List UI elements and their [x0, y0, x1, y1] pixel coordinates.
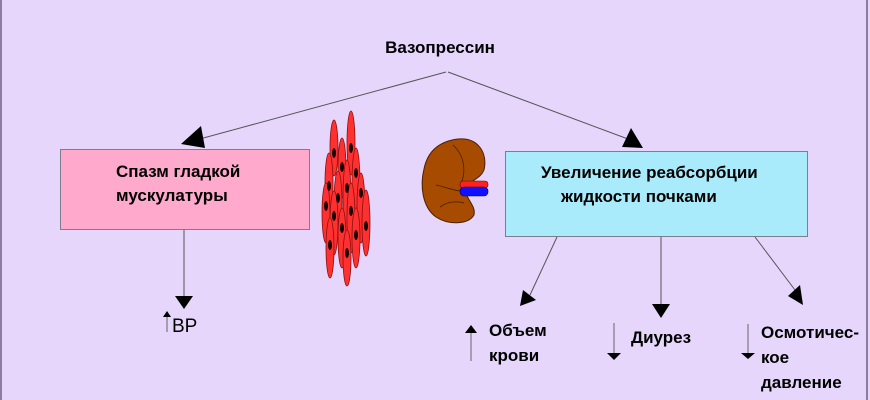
arrowhead-right-box: [622, 128, 643, 148]
arrowhead-volume: [520, 290, 536, 306]
kidney-reabsorption-box: Увеличение реабсорбции жидкости почками: [505, 151, 808, 237]
connector-right-to-osmotic: [754, 236, 796, 291]
frame-right-border: [866, 0, 868, 400]
connector-right-to-volume: [529, 236, 558, 296]
smooth-muscle-cells-icon: [321, 110, 371, 287]
right-box-line2: жидкости почками: [561, 187, 717, 206]
diuresis-label: Диурез: [631, 328, 692, 347]
kidney-icon: [421, 138, 489, 224]
left-box-line1: Спазм гладкой: [116, 162, 241, 181]
right-box-line1: Увеличение реабсорбции: [541, 163, 758, 182]
connector-title-to-right: [447, 71, 629, 140]
osmotic-down-arrow-icon: [741, 324, 755, 359]
volume-up-arrow-icon: [465, 325, 477, 361]
arrowhead-left-box: [181, 126, 205, 148]
osmotic-pressure-label: Осмотичес- кое давление: [761, 323, 859, 392]
smooth-muscle-spasm-box: Спазм гладкой мускулатуры: [60, 149, 310, 230]
frame-left-border: [0, 0, 2, 400]
arrowhead-osmotic: [788, 285, 803, 305]
arrowhead-diuresis: [652, 304, 670, 318]
diagram-title: Вазопрессин: [385, 38, 495, 57]
bp-up-arrow-icon: [163, 311, 171, 332]
connector-title-to-left: [195, 71, 447, 141]
blood-volume-label: Объем крови: [489, 321, 547, 365]
diuresis-down-arrow-icon: [607, 323, 621, 360]
left-box-line2: мускулатуры: [116, 186, 228, 205]
arrowhead-bp: [175, 296, 193, 309]
bp-label: BP: [172, 316, 198, 337]
